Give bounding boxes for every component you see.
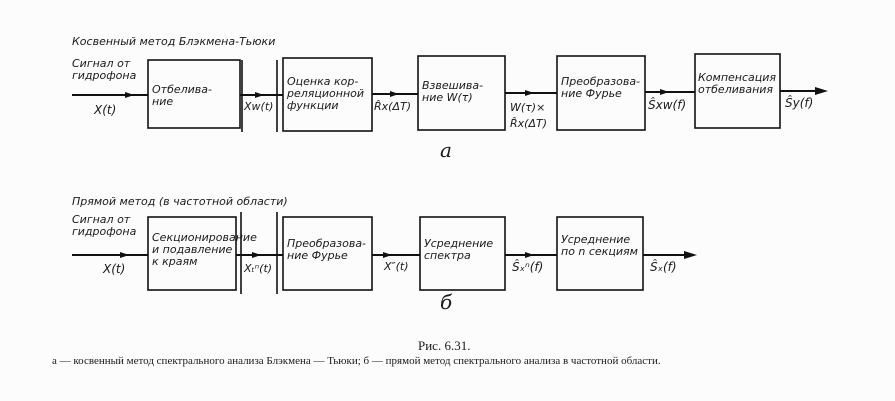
diagram-a-title: Косвенный метод Блэкмена-Тьюки (72, 35, 276, 48)
diagram-a-letter: а (440, 138, 452, 162)
arrowheads (125, 87, 828, 98)
block-label: Секционирование и подавление к краям (152, 231, 257, 268)
signal-label: Ŝxw(f) (648, 98, 687, 112)
signal-label: Xw(t) (244, 100, 274, 113)
block-b4 (556, 216, 644, 291)
signal-label: X(t) (94, 103, 117, 117)
block-label: Компенсация отбеливания (698, 71, 777, 96)
diagram-b-letter: б (440, 290, 453, 314)
signal-label: Ŝy(f) (785, 96, 814, 110)
figure-number: Рис. 6.31. (418, 338, 471, 353)
block-b3 (419, 216, 506, 291)
block-label: Преобразова-ние Фурье (561, 75, 641, 100)
block-label: Усреднение спектра (424, 237, 494, 262)
signal-label: Ŝₓ(f) (650, 260, 677, 274)
figure-caption: а — косвенный метод спектрального анализ… (52, 355, 661, 367)
signal-label: W(τ)× R̂x(ΔT) (510, 101, 547, 130)
signal-label: X″(t) (384, 260, 409, 273)
block-label: Усреднение по n секциям (561, 233, 638, 258)
diagram-b-title: Прямой метод (в частотной области) (72, 195, 288, 208)
signal-label: Xₜⁿ(t) (244, 262, 273, 275)
block-label: Взвешива-ние W(τ) (422, 79, 484, 104)
block-label: Отбелива-ние (152, 83, 212, 108)
block-b2 (282, 216, 373, 291)
block-label: Преобразова-ние Фурье (287, 237, 367, 262)
input-label: Сигнал от гидрофона (72, 57, 137, 82)
block-label: Оценка кор-реляционной функции (287, 75, 365, 112)
arrowheads (120, 251, 697, 259)
signal-label: Ŝₓⁿ(f) (512, 260, 544, 274)
block-b1 (147, 216, 237, 291)
signal-label: X(t) (103, 262, 126, 276)
signal-label: R̂x(ΔT) (374, 100, 411, 113)
input-label: Сигнал от гидрофона (72, 213, 137, 238)
